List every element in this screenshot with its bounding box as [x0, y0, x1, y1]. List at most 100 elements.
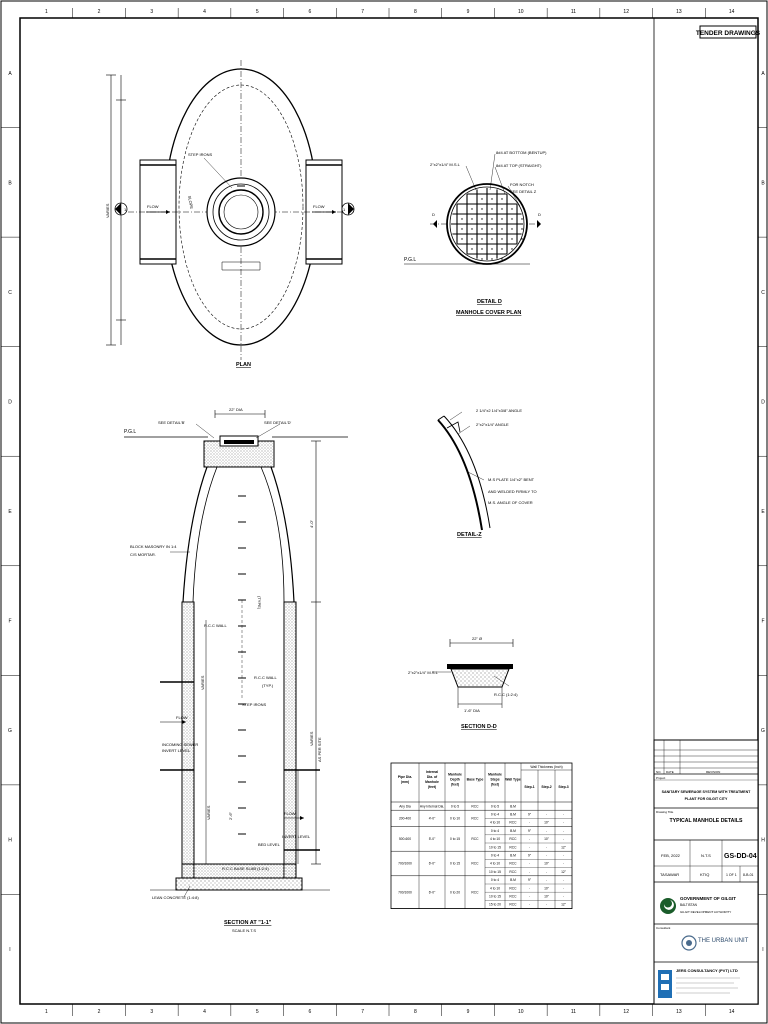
- table-cell-wall: RCC: [509, 895, 517, 899]
- table-cell-s1: -: [529, 837, 530, 841]
- consultant-caption: Consultant: [656, 926, 671, 930]
- title-code: 8-B-01: [743, 873, 754, 877]
- detail-z-plate-2: AND WELDED FIRMLY TO: [488, 489, 537, 494]
- grid-column-8-top: 8: [414, 9, 417, 15]
- section-dd-title: SECTION D-D: [461, 724, 497, 730]
- grid-column-10-top: 10: [518, 9, 524, 15]
- table-cell-steps: 4 to 10: [490, 821, 500, 825]
- detail-d-mark-left: D: [432, 212, 435, 217]
- section-typ2: (TYP.): [262, 683, 274, 688]
- detail-d-title: DETAIL D: [477, 299, 502, 305]
- table-cell-steps: 0 to 4: [491, 829, 499, 833]
- client-line-1: GOVERNMENT OF GILGIT: [680, 896, 736, 901]
- detail-z-plate-3: M.S. ANGLE OF COVER: [488, 500, 533, 505]
- grid-row-I-left: I: [9, 947, 10, 953]
- grid-column-13-top: 13: [676, 9, 682, 15]
- title-checked: KTIQ: [700, 872, 709, 877]
- plan-view: 1 1 VARIES STEP IRONS FLOW FLOW SLOPE PL…: [105, 60, 355, 368]
- grid-row-I-right: I: [762, 947, 763, 953]
- detail-d-notch-2: SEE DETAIL Z: [510, 189, 537, 194]
- table-cell-steps: 4 to 10: [490, 886, 500, 890]
- grid-column-14-bottom: 14: [729, 1009, 735, 1015]
- rev-revision-header: REVISION: [706, 770, 720, 774]
- grid-row-G-left: G: [8, 728, 12, 734]
- table-cell-wall: B.M: [510, 813, 516, 817]
- section-incoming-2: INVERT LEVEL: [162, 748, 191, 753]
- grid-column-9-bottom: 9: [467, 1009, 470, 1015]
- title-sheet: 1 OF 1: [726, 873, 737, 877]
- section-typ: (TYPE): [257, 596, 262, 610]
- grid-column-13-bottom: 13: [676, 1009, 682, 1015]
- table-cell-wall: RCC: [509, 821, 517, 825]
- grid-column-5-bottom: 5: [256, 1009, 259, 1015]
- section-incoming-1: INCOMING SEWER: [162, 742, 198, 747]
- detail-d-bottom-bars: 8#4 AT BOTTOM (BENTUP): [496, 150, 547, 155]
- table-cell-s1: -: [529, 845, 530, 849]
- grid-column-7-bottom: 7: [361, 1009, 364, 1015]
- detail-d-top-bars: 8#4 AT TOP (STRAIGHT): [496, 163, 542, 168]
- detail-z-angle-1: 2 1/4"x2 1/4"x3/8" ANGLE: [476, 408, 522, 413]
- client-line-2: BALTISTAN: [680, 903, 698, 907]
- table-cell-s1: -: [529, 903, 530, 907]
- table-cell-steps: 4 to 10: [490, 862, 500, 866]
- table-cell-steps: 0 to 5: [491, 804, 499, 808]
- grid-column-10-bottom: 10: [518, 1009, 524, 1015]
- table-cell-base: RCC: [471, 890, 479, 894]
- grid-column-6-top: 6: [309, 9, 312, 15]
- table-cell-s2: 10": [544, 895, 550, 899]
- section-see-b: SEE DETAIL'B': [158, 420, 185, 425]
- section-flow-out: FLOW: [284, 811, 296, 816]
- table-cell-depth: 0 to 15: [450, 862, 460, 866]
- grid-row-E-right: E: [761, 509, 765, 515]
- plan-flow-right-label: FLOW: [313, 204, 325, 209]
- table-cell-wall: B.M: [510, 804, 516, 808]
- table-cell-wall: RCC: [509, 903, 517, 907]
- section-height: 4'-0": [309, 519, 314, 528]
- table-cell-base: RCC: [471, 804, 479, 808]
- drawing-title-caption: Drawing Title: [656, 810, 674, 814]
- section-size: 2'-6": [228, 811, 233, 820]
- detail-d-pgl: P.G.L: [404, 257, 416, 263]
- section-bed: BED LEVEL: [258, 842, 281, 847]
- grid-column-8-bottom: 8: [414, 1009, 417, 1015]
- grid-row-F-right: F: [761, 619, 764, 625]
- table-header-6: Step-1: [524, 785, 534, 789]
- table-header-8: Step-3: [558, 785, 568, 789]
- plan-step-irons-label: STEP IRONS: [188, 152, 212, 157]
- table-cell-s1: 9": [528, 813, 532, 817]
- grid-row-E-left: E: [8, 509, 12, 515]
- grid-column-3-bottom: 3: [150, 1009, 153, 1015]
- section-title: SECTION AT "1-1": [224, 920, 272, 926]
- section-dd-rcc: R.C.C (1:2:4): [494, 692, 518, 697]
- table-cell-pipe: 500-600: [399, 837, 411, 841]
- grid-column-3-top: 3: [150, 9, 153, 15]
- table-cell-s2: -: [546, 854, 547, 858]
- section-pgl: P.G.L: [124, 429, 136, 435]
- grid-column-6-bottom: 6: [309, 1009, 312, 1015]
- section-varies-3: VARIES: [206, 805, 211, 820]
- table-cell-s2: 10": [544, 862, 550, 866]
- plan-title: PLAN: [236, 362, 251, 368]
- step-irons: [238, 495, 246, 835]
- grid-column-1-bottom: 1: [45, 1009, 48, 1015]
- section-as-per: AS PER SITE: [317, 737, 322, 762]
- section-scale: SCALE N.T.S: [232, 928, 256, 933]
- section-lean: LEAN CONCRETE (1:4:8): [152, 895, 199, 900]
- grid-row-F-left: F: [8, 619, 11, 625]
- detail-z-plate-1: M.S PLATE 1/4"x2" BENT: [488, 477, 535, 482]
- urban-unit-name: THE URBAN UNIT: [698, 938, 749, 944]
- table-cell-wall: B.M: [510, 878, 516, 882]
- table-cell-steps: 0 to 4: [491, 878, 499, 882]
- table-cell-s3: -: [563, 854, 564, 858]
- table-cell-wall: RCC: [509, 845, 517, 849]
- detail-d-subtitle: MANHOLE COVER PLAN: [456, 310, 521, 316]
- table-cell-wall: RCC: [509, 870, 517, 874]
- client-line-3: GILGIT DEVELOPMENT AUTHORITY: [680, 910, 731, 914]
- cover-reinforcement: [451, 188, 523, 260]
- grid-row-D-right: D: [761, 399, 765, 405]
- table-cell-internal: 5'-0": [429, 837, 436, 841]
